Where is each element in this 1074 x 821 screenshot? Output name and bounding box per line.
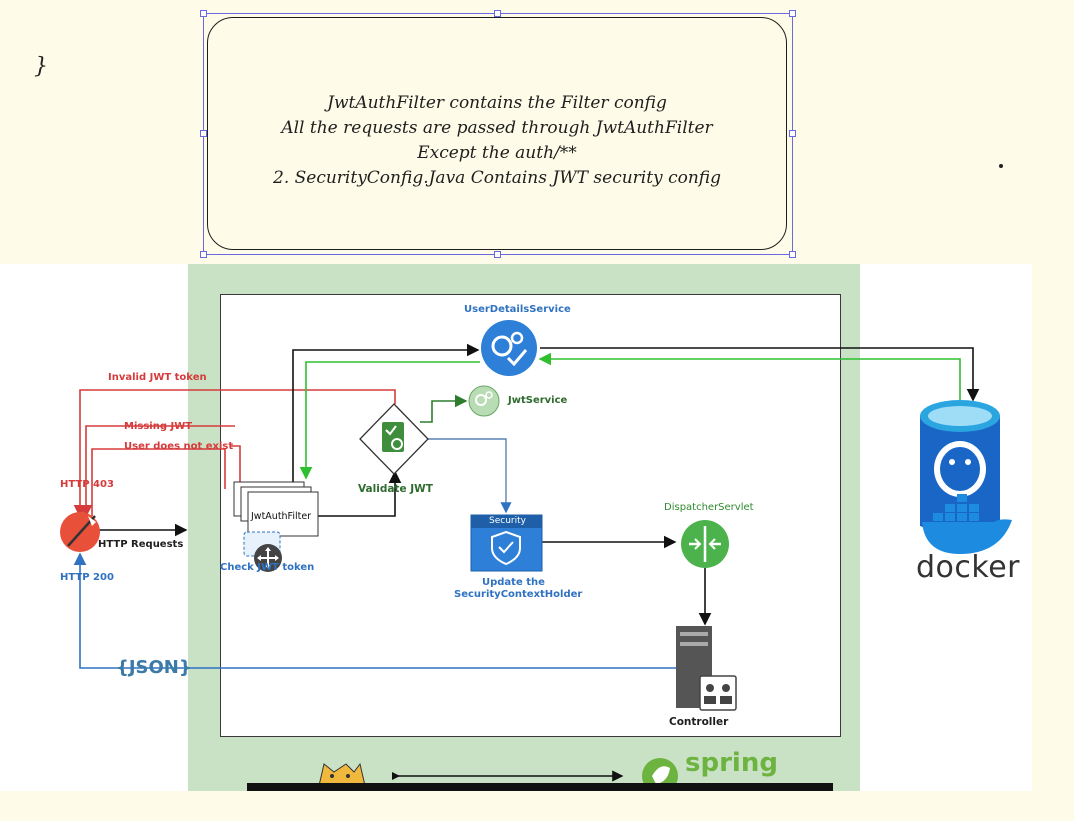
- jwt-service-label: JwtService: [508, 395, 568, 406]
- security-label: Security: [489, 516, 526, 526]
- resize-handle-se[interactable]: [789, 251, 796, 258]
- stray-dot: [999, 164, 1003, 168]
- spring-wordmark: spring: [685, 748, 778, 778]
- resize-handle-s[interactable]: [494, 251, 501, 258]
- spring-leaf-icon: [642, 758, 678, 791]
- http-requests-label: HTTP Requests: [98, 539, 184, 550]
- jwt-service-icon: [468, 385, 500, 417]
- user-not-exist-label: User does not exist: [124, 441, 234, 452]
- dispatcher-servlet-label: DispatcherServlet: [664, 502, 754, 513]
- db-to-uds: [538, 352, 961, 404]
- validate-to-jwtservice: [420, 394, 468, 423]
- check-token-label: Check JWT token: [220, 562, 315, 573]
- update-label-line1: Update the: [482, 577, 545, 588]
- uds-to-db: [540, 347, 980, 402]
- http-403-label: HTTP 403: [60, 479, 114, 490]
- resize-handle-w[interactable]: [200, 130, 207, 137]
- invalid-jwt-path: [73, 389, 396, 518]
- security-icon: [470, 514, 543, 572]
- filter-to-validate: [318, 470, 402, 517]
- validate-jwt-label: Validate JWT: [358, 483, 433, 495]
- validate-jwt-icon: [359, 403, 429, 475]
- missing-jwt-label: Missing JWT: [124, 421, 193, 432]
- jwt-auth-filter-label: JwtAuthFilter: [251, 511, 312, 522]
- resize-handle-e[interactable]: [789, 130, 796, 137]
- resize-handle-nw[interactable]: [200, 10, 207, 17]
- invalid-jwt-label: Invalid JWT token: [108, 372, 207, 383]
- note-line-2: All the requests are passed through JwtA…: [281, 117, 713, 138]
- note-box[interactable]: JwtAuthFilter contains the Filter config…: [207, 17, 787, 250]
- note-line-1: JwtAuthFilter contains the Filter config: [327, 92, 667, 113]
- user-details-service-icon: [481, 320, 537, 376]
- postgres-database-icon: [920, 400, 1000, 534]
- json-label: {JSON}: [116, 657, 192, 678]
- user-details-service-label: UserDetailsService: [464, 304, 571, 315]
- diagram-canvas: [60, 320, 1012, 791]
- controller-json-return: [73, 552, 676, 669]
- missing-jwt-path: [86, 425, 241, 516]
- note-line-3: Except the auth/**: [417, 142, 577, 163]
- docker-wordmark: docker: [916, 550, 1020, 585]
- note-line-4: 2. SecurityConfig.Java Contains JWT secu…: [273, 167, 721, 188]
- filter-card-front: [247, 491, 319, 537]
- resize-handle-ne[interactable]: [789, 10, 796, 17]
- docker-whale-icon: [922, 494, 1012, 554]
- check-token-icon: [243, 531, 282, 572]
- resize-handle-n[interactable]: [494, 10, 501, 17]
- controller-icon: [676, 626, 737, 711]
- stray-brace: }: [34, 54, 48, 79]
- dispatcher-servlet-icon: [681, 520, 729, 568]
- caption-bar: [247, 783, 833, 791]
- update-label-line2: SecurityContextHolder: [454, 589, 583, 600]
- validate-to-security: [428, 438, 512, 514]
- filter-to-uds: [292, 343, 480, 482]
- uds-to-filter: [299, 361, 480, 480]
- architecture-image[interactable]: UserDetailsService JwtService Invalid JW…: [0, 264, 1032, 791]
- controller-label: Controller: [669, 716, 729, 728]
- resize-handle-sw[interactable]: [200, 251, 207, 258]
- http-200-label: HTTP 200: [60, 572, 114, 583]
- http-client-icon: [60, 512, 100, 552]
- user-not-exist-path: [91, 448, 226, 516]
